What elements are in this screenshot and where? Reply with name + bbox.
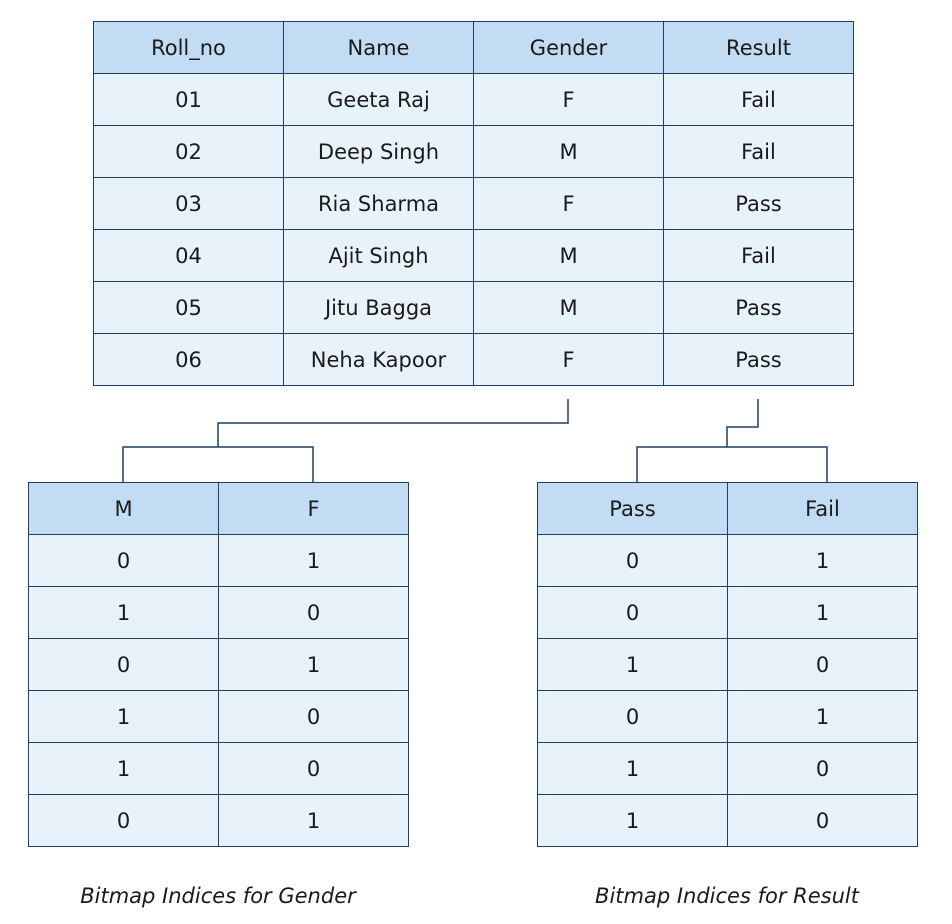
table-row: 01 Geeta Raj F Fail: [93, 73, 854, 126]
result-branch: [636, 446, 828, 482]
bit-cell: 0: [727, 794, 918, 847]
cell-name: Neha Kapoor: [283, 333, 474, 386]
table-header-row: M F: [28, 482, 409, 535]
table-row: 0 1: [28, 638, 409, 691]
cell-result: Fail: [663, 229, 854, 282]
student-table: Roll_no Name Gender Result 01 Geeta Raj …: [93, 21, 854, 386]
bit-cell: 0: [537, 690, 728, 743]
table-row: 1 0: [28, 742, 409, 795]
bit-cell: 1: [727, 690, 918, 743]
bit-cell: 0: [218, 742, 409, 795]
cell-gender: F: [473, 333, 664, 386]
cell-gender: F: [473, 73, 664, 126]
cell-gender: M: [473, 229, 664, 282]
table-header-row: Roll_no Name Gender Result: [93, 21, 854, 74]
cell-name: Deep Singh: [283, 125, 474, 178]
bit-cell: 0: [727, 742, 918, 795]
cell-name: Jitu Bagga: [283, 281, 474, 334]
table-row: 05 Jitu Bagga M Pass: [93, 281, 854, 334]
table-row: 1 0: [28, 586, 409, 639]
header-pass: Pass: [537, 482, 728, 535]
table-row: 0 1: [28, 794, 409, 847]
table-row: 1 0: [537, 638, 918, 691]
cell-name: Ria Sharma: [283, 177, 474, 230]
table-row: 04 Ajit Singh M Fail: [93, 229, 854, 282]
header-fail: Fail: [727, 482, 918, 535]
gender-bitmap-table: M F 0 1 1 0 0 1 1 0 1 0 0 1: [28, 482, 409, 847]
bit-cell: 1: [537, 794, 728, 847]
cell-result: Fail: [663, 125, 854, 178]
bit-cell: 0: [218, 586, 409, 639]
gender-branch: [122, 446, 314, 482]
gender-connector: [217, 399, 569, 447]
result-bitmap-table: Pass Fail 0 1 0 1 1 0 0 1 1 0 1 0: [537, 482, 918, 847]
header-f: F: [218, 482, 409, 535]
table-row: 1 0: [28, 690, 409, 743]
bit-cell: 0: [727, 638, 918, 691]
bit-cell: 1: [28, 586, 219, 639]
header-result: Result: [663, 21, 854, 74]
bit-cell: 0: [537, 534, 728, 587]
bit-cell: 0: [218, 690, 409, 743]
cell-gender: F: [473, 177, 664, 230]
bit-cell: 0: [28, 794, 219, 847]
cell-roll-no: 04: [93, 229, 284, 282]
bit-cell: 1: [537, 742, 728, 795]
bit-cell: 1: [727, 586, 918, 639]
table-row: 0 1: [537, 690, 918, 743]
table-row: 1 0: [537, 794, 918, 847]
bit-cell: 1: [727, 534, 918, 587]
header-roll-no: Roll_no: [93, 21, 284, 74]
table-row: 0 1: [28, 534, 409, 587]
cell-name: Geeta Raj: [283, 73, 474, 126]
result-connector: [726, 399, 759, 447]
cell-roll-no: 06: [93, 333, 284, 386]
bit-cell: 0: [537, 586, 728, 639]
cell-roll-no: 02: [93, 125, 284, 178]
bit-cell: 1: [218, 638, 409, 691]
bit-cell: 1: [28, 690, 219, 743]
table-row: 02 Deep Singh M Fail: [93, 125, 854, 178]
result-bitmap-caption: Bitmap Indices for Result: [595, 884, 859, 908]
bit-cell: 1: [218, 534, 409, 587]
bit-cell: 0: [28, 638, 219, 691]
table-row: 06 Neha Kapoor F Pass: [93, 333, 854, 386]
cell-result: Fail: [663, 73, 854, 126]
header-m: M: [28, 482, 219, 535]
table-row: 03 Ria Sharma F Pass: [93, 177, 854, 230]
bit-cell: 1: [537, 638, 728, 691]
table-header-row: Pass Fail: [537, 482, 918, 535]
table-row: 0 1: [537, 534, 918, 587]
table-row: 1 0: [537, 742, 918, 795]
table-row: 0 1: [537, 586, 918, 639]
bit-cell: 1: [28, 742, 219, 795]
cell-result: Pass: [663, 177, 854, 230]
cell-roll-no: 01: [93, 73, 284, 126]
header-name: Name: [283, 21, 474, 74]
cell-roll-no: 03: [93, 177, 284, 230]
cell-result: Pass: [663, 333, 854, 386]
gender-bitmap-caption: Bitmap Indices for Gender: [80, 884, 356, 908]
cell-gender: M: [473, 125, 664, 178]
bit-cell: 0: [28, 534, 219, 587]
bit-cell: 1: [218, 794, 409, 847]
cell-result: Pass: [663, 281, 854, 334]
